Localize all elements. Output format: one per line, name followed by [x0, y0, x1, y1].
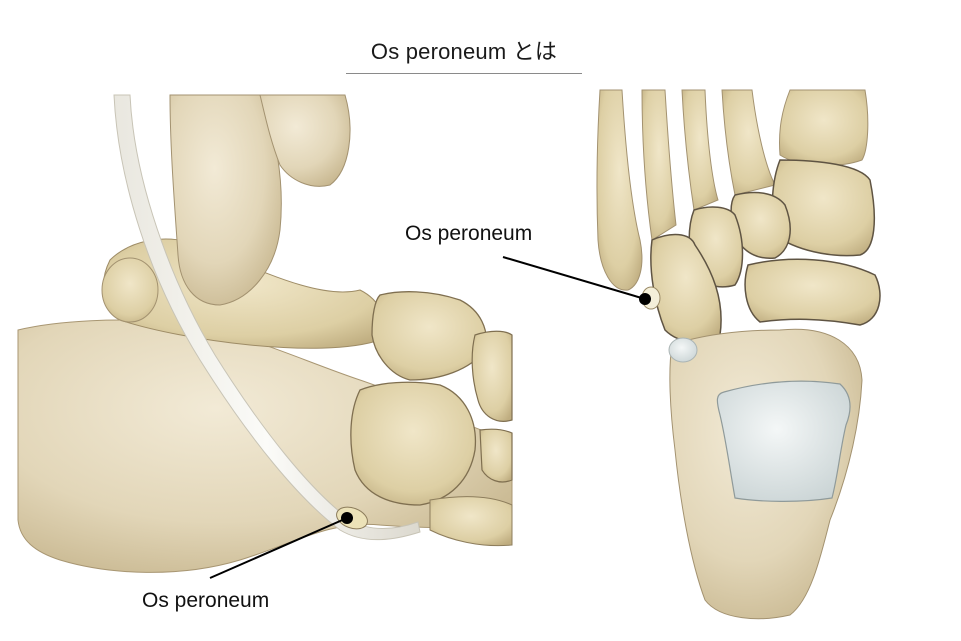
callout-dot-left — [341, 512, 353, 524]
callout-right — [502, 256, 651, 305]
callout-dot-right — [639, 293, 651, 305]
callout-left — [209, 512, 353, 579]
label-os-peroneum-left: Os peroneum — [142, 589, 270, 612]
label-os-peroneum-right: Os peroneum — [405, 222, 533, 245]
page-title: Os peroneum とは — [370, 39, 558, 64]
plantar-foot-illustration — [596, 89, 881, 620]
lateral-foot-illustration — [17, 94, 513, 573]
title-underline — [346, 73, 582, 74]
